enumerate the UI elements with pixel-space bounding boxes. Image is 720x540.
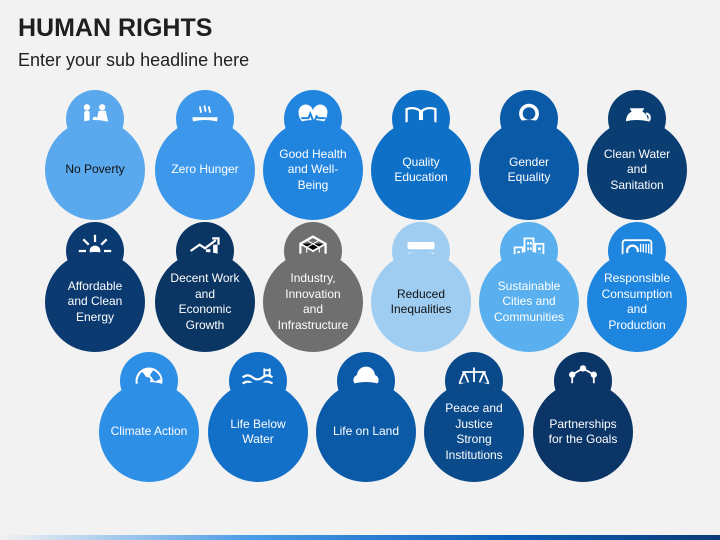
goal-label: No Poverty (65, 162, 125, 177)
goal-item: Good Health and Well- Being (263, 90, 363, 220)
goal-label: Life on Land (332, 424, 400, 439)
goal-circle: Peace and Justice Strong Institutions (424, 382, 524, 482)
goal-label: Climate Action (110, 424, 188, 439)
goal-item: Zero Hunger (155, 90, 255, 220)
goal-circle: Responsible Consumption and Production (587, 252, 687, 352)
goal-circle: Reduced Inequalities (371, 252, 471, 352)
goal-circle: Quality Education (371, 120, 471, 220)
bottom-accent-bar (0, 535, 720, 540)
goal-circle: Partnerships for the Goals (533, 382, 633, 482)
goal-item: Partnerships for the Goals (533, 352, 633, 482)
goal-circle: Sustainable Cities and Communities (479, 252, 579, 352)
goal-item: Life Below Water (208, 352, 308, 482)
goal-label: Clean Water and Sanitation (603, 146, 671, 192)
goal-circle: Good Health and Well- Being (263, 120, 363, 220)
goal-circle: Industry, Innovation and Infrastructure (263, 252, 363, 352)
goal-label: Industry, Innovation and Infrastructure (277, 271, 349, 332)
goal-circle: Affordable and Clean Energy (45, 252, 145, 352)
goal-label: Gender Equality (507, 154, 551, 185)
goal-label: Peace and Justice Strong Institutions (445, 401, 503, 462)
page-subtitle: Enter your sub headline here (18, 50, 250, 70)
goal-label: Decent Work and Economic Growth (170, 271, 240, 332)
goal-circle: Life Below Water (208, 382, 308, 482)
goal-circle: Clean Water and Sanitation (587, 120, 687, 220)
goal-circle: No Poverty (45, 120, 145, 220)
goal-item: Sustainable Cities and Communities (479, 222, 579, 352)
goal-item: Quality Education (371, 90, 471, 220)
goal-circle: Life on Land (316, 382, 416, 482)
goal-label: Sustainable Cities and Communities (493, 278, 565, 324)
goal-label: Zero Hunger (171, 162, 239, 177)
goal-label: Life Below Water (230, 416, 286, 447)
goal-label: Quality Education (394, 154, 448, 185)
goal-item: Responsible Consumption and Production (587, 222, 687, 352)
goal-label: Partnerships for the Goals (548, 416, 618, 447)
goal-circle: Decent Work and Economic Growth (155, 252, 255, 352)
goal-item: Industry, Innovation and Infrastructure (263, 222, 363, 352)
goal-item: Peace and Justice Strong Institutions (424, 352, 524, 482)
goal-circle: Gender Equality (479, 120, 579, 220)
page-title: HUMAN RIGHTS (18, 14, 213, 42)
goal-item: Affordable and Clean Energy (45, 222, 145, 352)
goal-label: Good Health and Well- Being (279, 146, 347, 192)
goal-item: Clean Water and Sanitation (587, 90, 687, 220)
goal-item: Reduced Inequalities (371, 222, 471, 352)
goal-label: Reduced Inequalities (390, 286, 452, 317)
goal-label: Responsible Consumption and Production (601, 271, 673, 332)
goal-label: Affordable and Clean Energy (67, 278, 123, 324)
goal-circle: Climate Action (99, 382, 199, 482)
goal-item: Decent Work and Economic Growth (155, 222, 255, 352)
goal-circle: Zero Hunger (155, 120, 255, 220)
goal-item: Gender Equality (479, 90, 579, 220)
goal-item: No Poverty (45, 90, 145, 220)
goal-item: Life on Land (316, 352, 416, 482)
goal-item: Climate Action (99, 352, 199, 482)
